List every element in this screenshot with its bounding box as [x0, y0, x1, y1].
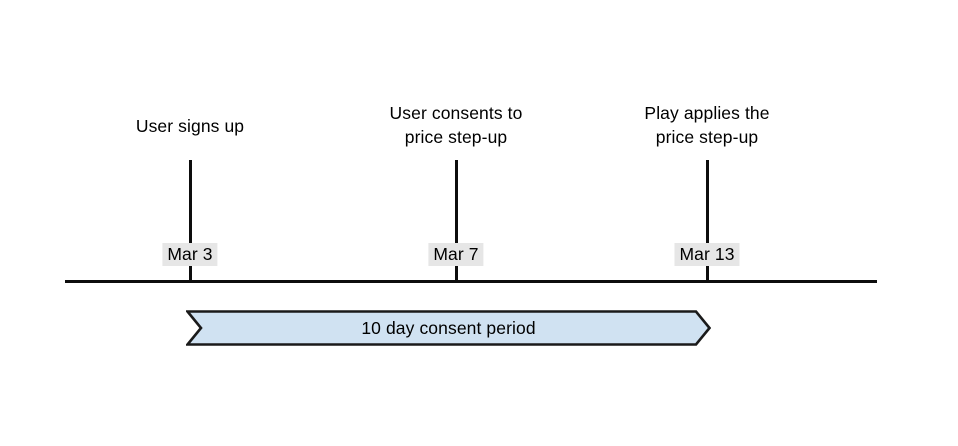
consent-period-banner: 10 day consent period — [186, 310, 711, 346]
event-label-play-applies: Play applies the price step-up — [644, 103, 770, 147]
timeline-axis — [65, 280, 877, 283]
event-tick-user-signs-up — [189, 160, 192, 281]
event-label-user-signs-up: User signs up — [135, 116, 245, 136]
event-date-play-applies: Mar 13 — [674, 243, 740, 266]
event-date-user-signs-up: Mar 3 — [162, 243, 218, 266]
event-label-user-consents: User consents to price step-up — [389, 103, 523, 147]
consent-period-banner-label: 10 day consent period — [361, 317, 536, 338]
event-tick-user-consents — [455, 160, 458, 281]
event-date-user-consents: Mar 7 — [428, 243, 484, 266]
consent-period-banner-shape — [186, 310, 711, 346]
event-tick-play-applies — [706, 160, 709, 281]
